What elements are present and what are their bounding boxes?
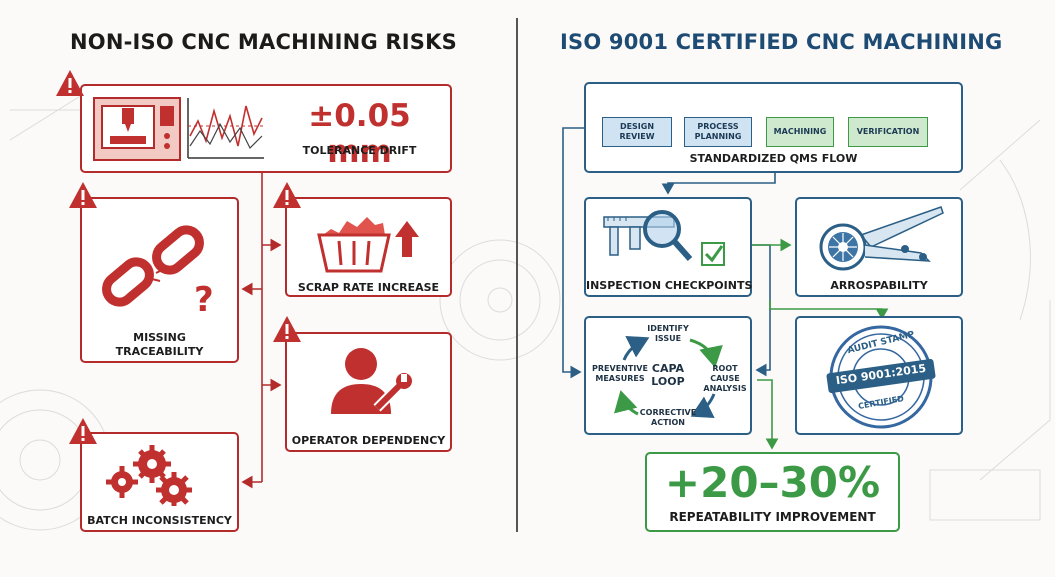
capa-corrective-line1: CORRECTIVE — [639, 408, 697, 417]
capa-identify-line1: IDENTIFY — [647, 324, 689, 333]
arrospability-label: ARROSPABILITY — [830, 279, 928, 292]
batch-inconsistency-card: BATCH INCONSISTENCY — [80, 432, 239, 532]
svg-text:?: ? — [194, 280, 214, 319]
traceability-label: MISSING TRACEABILITY — [82, 331, 237, 359]
capa-corrective-line2: ACTION — [651, 418, 685, 427]
repeatability-card: +20–30% REPEATABILITY IMPROVEMENT — [645, 452, 900, 532]
qms-step-verification: VERIFICATION — [848, 117, 928, 147]
right-title: ISO 9001 CERTIFIED CNC MACHINING — [560, 30, 1003, 54]
qms-step-line2: REVIEW — [619, 132, 655, 141]
scrap-bin-icon — [317, 217, 419, 273]
capa-preventive-line1: PREVENTIVE — [592, 364, 648, 373]
audit-stamp-card: AUDIT STAMP ISO 9001:2015 CERTIFIED — [795, 316, 963, 435]
qms-step-line2: PLANNING — [694, 132, 742, 141]
traceability-card: ? MISSING TRACEABILITY — [80, 197, 239, 363]
traceability-label-line2: TRACEABILITY — [115, 345, 204, 358]
broken-chain-icon: ? — [102, 225, 214, 319]
gears-icon — [106, 445, 192, 506]
scrap-rate-card: SCRAP RATE INCREASE — [285, 197, 452, 297]
capa-preventive-line2: MEASURES — [595, 374, 645, 383]
operator-label: OPERATOR DEPENDENCY — [291, 434, 446, 447]
inspection-label: INSPECTION CHECKPOINTS — [586, 279, 753, 292]
scrap-rate-label: SCRAP RATE INCREASE — [297, 281, 440, 294]
capa-center-line1: CAPA — [651, 362, 685, 375]
tolerance-drift-card: ±0.05 mm TOLERANCE DRIFT — [80, 84, 452, 173]
qms-step-line1: DESIGN — [619, 122, 655, 131]
operator-dependency-card: OPERATOR DEPENDENCY — [285, 332, 452, 452]
traceability-label-line1: MISSING — [133, 331, 186, 344]
batch-label: BATCH INCONSISTENCY — [87, 514, 232, 527]
capa-cycle-arrows — [614, 335, 723, 419]
caliper-magnifier-icon — [603, 210, 725, 266]
inspection-checkpoints-card: INSPECTION CHECKPOINTS — [584, 197, 752, 297]
qms-step-line1: VERIFICATION — [856, 127, 920, 136]
arrospability-card: ARROSPABILITY — [795, 197, 963, 297]
capa-center-line2: LOOP — [651, 375, 685, 388]
qms-flow-label: STANDARDIZED QMS FLOW — [689, 152, 858, 165]
left-title: NON-ISO CNC MACHINING RISKS — [70, 30, 457, 54]
qms-step-line1: PROCESS — [697, 122, 739, 131]
tolerance-value: ±0.05 mm — [308, 98, 411, 170]
improvement-value: +20–30% — [664, 458, 881, 507]
capa-root-line2: ANALYSIS — [703, 384, 747, 393]
capa-identify-line2: ISSUE — [654, 334, 682, 343]
audit-stamp-icon — [826, 325, 936, 429]
cnc-machine-icon — [93, 97, 181, 161]
drift-chart-icon — [187, 98, 264, 159]
jet-engine-icon — [819, 206, 944, 271]
qms-step-machining: MACHINING — [766, 117, 834, 147]
tolerance-label: TOLERANCE DRIFT — [302, 144, 417, 157]
capa-root-line1: ROOT CAUSE — [710, 364, 740, 383]
qms-step-line1: MACHINING — [773, 127, 827, 136]
operator-wrench-icon — [331, 348, 412, 414]
improvement-label: REPEATABILITY IMPROVEMENT — [669, 510, 876, 524]
